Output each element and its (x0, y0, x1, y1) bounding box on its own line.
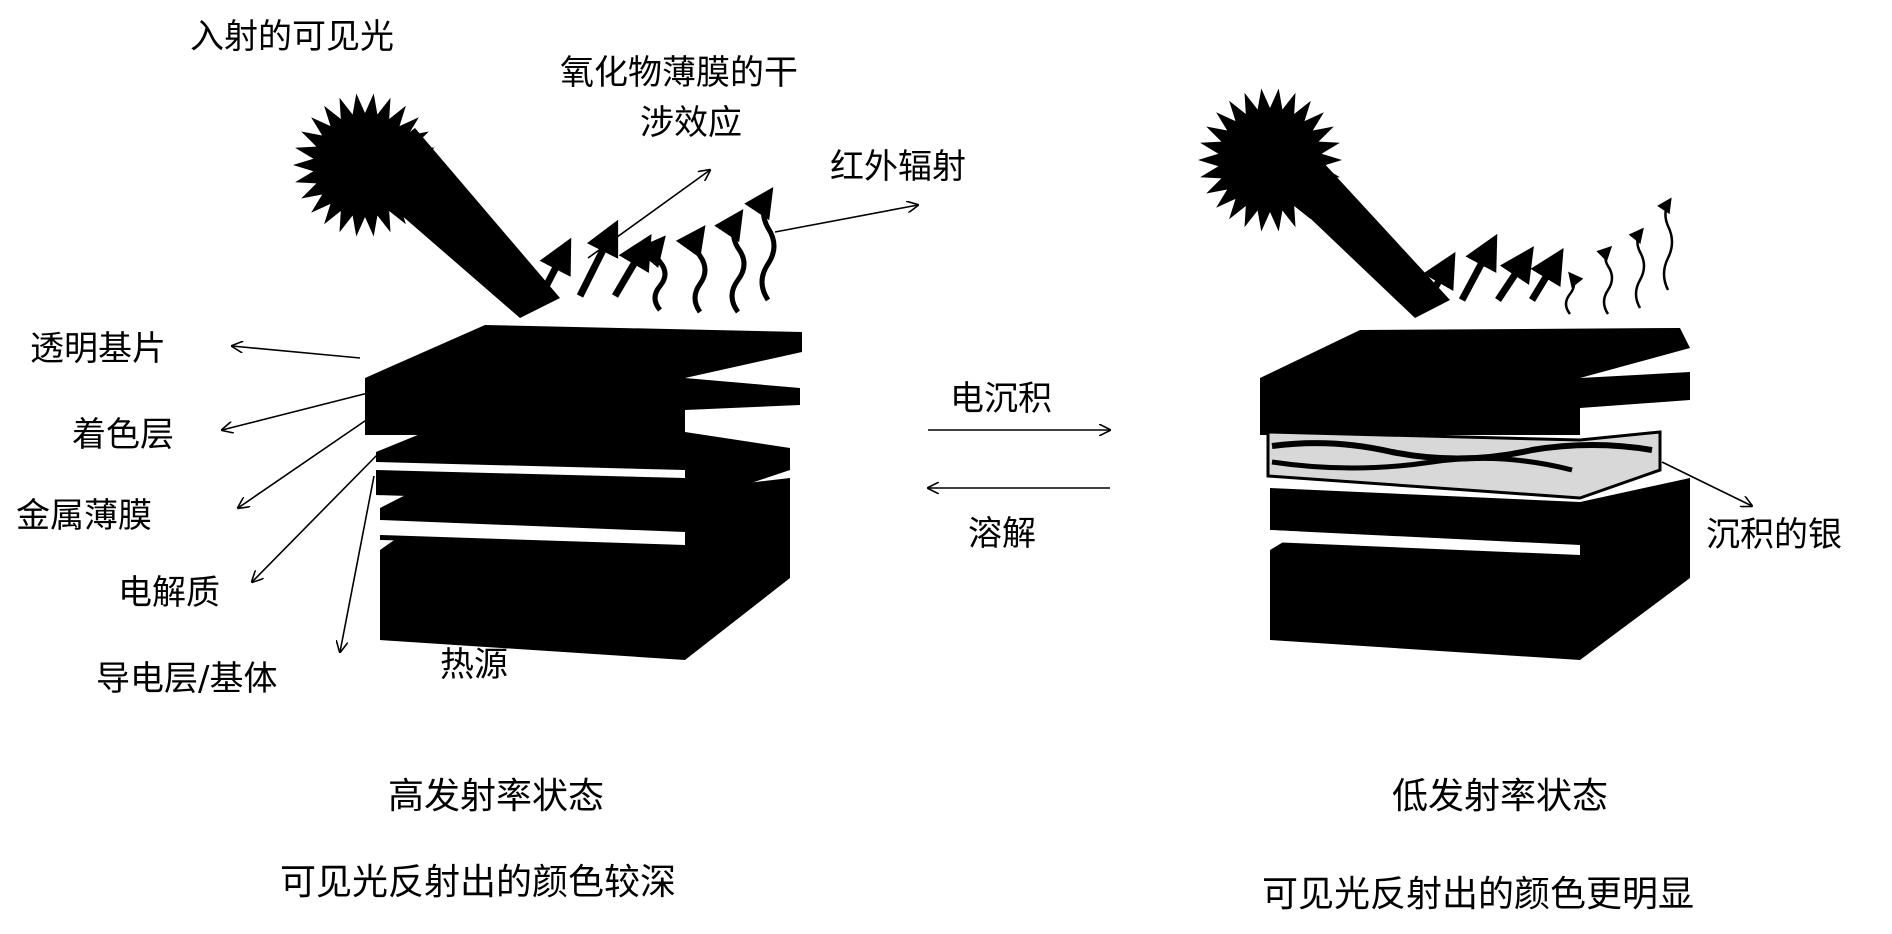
transparent-substrate-label: 透明基片 (30, 329, 166, 369)
left-infrared-waves (635, 187, 777, 314)
heat-source-label: 热源 (440, 645, 508, 685)
right-infrared-waves (1564, 197, 1674, 315)
left-panel: 入射的可见光 氧化物薄膜的干 涉效应 红外辐射 透明基片 着色层 金属薄膜 电解… (16, 17, 966, 903)
left-infrared-label: 红外辐射 (830, 147, 966, 187)
right-panel: 沉积的银 低发射率状态 可见光反射出的颜色更明显 (1198, 88, 1842, 915)
deposited-silver-leader (1661, 461, 1752, 506)
metal-film-leader (238, 411, 379, 508)
right-state-caption: 低发射率状态 (1392, 776, 1608, 817)
left-oxide-leader (587, 170, 710, 259)
process-arrows: 电沉积 溶解 (928, 379, 1110, 554)
left-oxide-interference-label-line2: 涉效应 (640, 103, 742, 143)
right-conductive-layer (1270, 478, 1690, 660)
conductive-layer-leader (340, 475, 375, 652)
left-reflected-arrows (536, 219, 652, 300)
electrolyte-leader (252, 451, 381, 582)
dissolution-label: 溶解 (968, 514, 1036, 554)
left-coloring-layer (365, 372, 800, 412)
left-state-caption: 高发射率状态 (388, 776, 604, 817)
left-layer-stack (365, 325, 802, 660)
electrodeposition-label: 电沉积 (950, 379, 1052, 419)
electrolyte-label: 电解质 (118, 573, 220, 613)
coloring-layer-leader (222, 391, 373, 430)
transparent-substrate-leader (232, 346, 361, 359)
left-light-beam (355, 128, 560, 318)
left-conductive-layer (380, 478, 790, 660)
left-infrared-leader (774, 205, 918, 233)
right-coloring-layer (1260, 372, 1690, 410)
coloring-layer-label: 着色层 (72, 415, 174, 455)
conductive-layer-label: 导电层/基体 (96, 659, 277, 699)
right-reflected-arrows (1422, 233, 1564, 302)
left-incident-light-label: 入射的可见光 (190, 17, 394, 57)
right-light-beam (1270, 148, 1450, 318)
right-color-caption: 可见光反射出的颜色更明显 (1262, 874, 1694, 915)
right-layer-stack (1260, 328, 1690, 660)
metal-film-label: 金属薄膜 (16, 496, 152, 536)
left-oxide-interference-label-line1: 氧化物薄膜的干 (560, 53, 798, 93)
left-color-caption: 可见光反射出的颜色较深 (280, 862, 676, 903)
deposited-silver-label: 沉积的银 (1706, 515, 1842, 555)
